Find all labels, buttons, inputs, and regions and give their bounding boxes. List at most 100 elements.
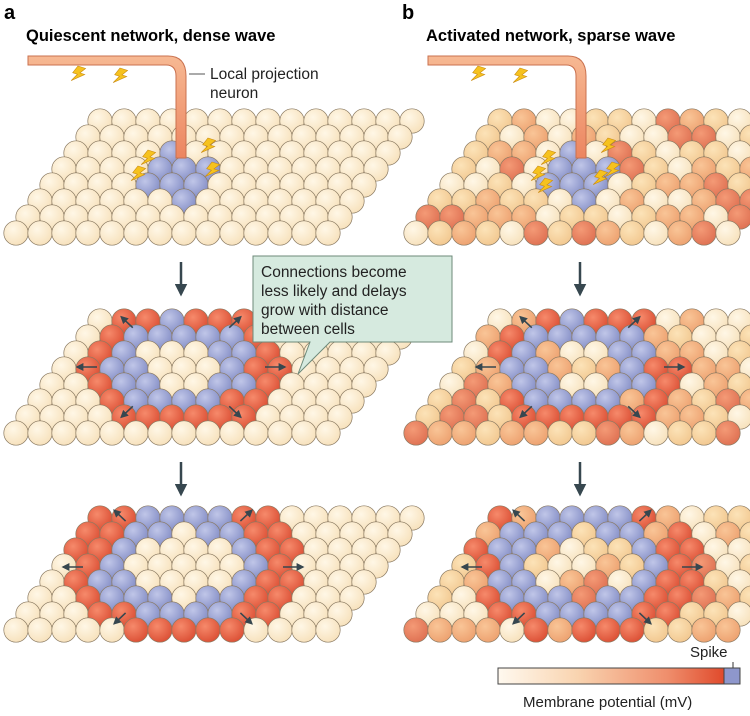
progression-arrows (174, 262, 587, 497)
cell (171, 420, 197, 446)
lightning-bolts (70, 65, 621, 193)
cell (523, 617, 549, 643)
lightning-bolt-icon (540, 149, 557, 165)
callout-line-2: less likely and delays (261, 283, 407, 300)
cell (195, 617, 221, 643)
cell (595, 220, 621, 246)
cell (571, 617, 597, 643)
cell (499, 617, 525, 643)
radial-arrow-a2 (228, 315, 242, 329)
callout-box: Connections become less likely and delay… (252, 255, 453, 375)
cell (691, 220, 717, 246)
cell (619, 420, 645, 446)
cell (291, 420, 317, 446)
cell (27, 220, 53, 246)
radial-arrow-a2 (120, 405, 134, 419)
cell (403, 420, 429, 446)
cell (27, 617, 53, 643)
cell-sheet-b3 (403, 505, 750, 643)
cell (243, 617, 269, 643)
radial-arrow-a2 (228, 405, 242, 419)
radial-arrow-a3 (113, 612, 127, 625)
cell (315, 420, 341, 446)
cell (123, 617, 149, 643)
cell (267, 617, 293, 643)
cell (99, 220, 125, 246)
radial-arrow-b3 (512, 509, 526, 522)
cell (243, 220, 269, 246)
radial-arrow-b2 (519, 315, 533, 329)
cell (619, 220, 645, 246)
radial-arrows (61, 315, 704, 625)
cell (691, 617, 717, 643)
cell (715, 617, 741, 643)
cell-sheet-a1 (3, 108, 425, 246)
lightning-bolt-icon (200, 137, 217, 153)
radial-arrow-b3 (638, 509, 652, 522)
cell (547, 220, 573, 246)
cell (291, 220, 317, 246)
cell (475, 617, 501, 643)
panel-a-letter: a (4, 2, 16, 24)
cell (595, 617, 621, 643)
cell (219, 220, 245, 246)
cell (315, 617, 341, 643)
cell (219, 420, 245, 446)
cell (499, 220, 525, 246)
cell (147, 617, 173, 643)
cell (75, 617, 101, 643)
cell (123, 220, 149, 246)
cell-sheet-a2 (3, 308, 425, 446)
color-scale-axis-label: Membrane potential (mV) (523, 694, 692, 711)
cell (571, 420, 597, 446)
radial-arrow-a3 (239, 509, 253, 522)
cell (427, 420, 453, 446)
cell (451, 420, 477, 446)
cell (667, 420, 693, 446)
cell (195, 420, 221, 446)
panel-a-title: Quiescent network, dense wave (26, 27, 275, 45)
cell (427, 220, 453, 246)
projection-neuron-b (427, 55, 587, 159)
cell (643, 220, 669, 246)
cell (267, 220, 293, 246)
panel-b-title: Activated network, sparse wave (426, 27, 675, 45)
cell (451, 617, 477, 643)
cell (427, 617, 453, 643)
cell (75, 420, 101, 446)
cell (475, 420, 501, 446)
lightning-bolt-icon (112, 67, 129, 83)
cell (3, 420, 29, 446)
lightning-bolt-icon (512, 67, 529, 83)
radial-arrow-b2 (519, 405, 533, 419)
cell-networks (3, 108, 750, 643)
cell (451, 220, 477, 246)
radial-arrow-b3 (638, 612, 652, 625)
spike-label: Spike (690, 644, 728, 661)
cell (715, 420, 741, 446)
lightning-bolt-icon (204, 161, 221, 177)
cell (403, 617, 429, 643)
radial-arrow-b2 (627, 315, 641, 329)
cell (547, 617, 573, 643)
color-scale-bar (497, 667, 725, 685)
cell (147, 420, 173, 446)
cell (267, 420, 293, 446)
cell (523, 220, 549, 246)
cell (171, 220, 197, 246)
cell (403, 220, 429, 246)
cell (219, 617, 245, 643)
cell (691, 420, 717, 446)
projection-neuron-label-line1: Local projection (210, 66, 319, 83)
membrane-potential-legend: Spike Membrane potential (mV) (497, 644, 741, 711)
radial-arrow-b3 (512, 612, 526, 625)
cell (171, 617, 197, 643)
cell (475, 220, 501, 246)
cell (51, 617, 77, 643)
projection-neuron-label-line2: neuron (210, 85, 258, 102)
cell (619, 617, 645, 643)
radial-arrow-a3 (239, 612, 253, 625)
cell (523, 420, 549, 446)
cell (291, 617, 317, 643)
lightning-bolt-icon (140, 149, 157, 165)
